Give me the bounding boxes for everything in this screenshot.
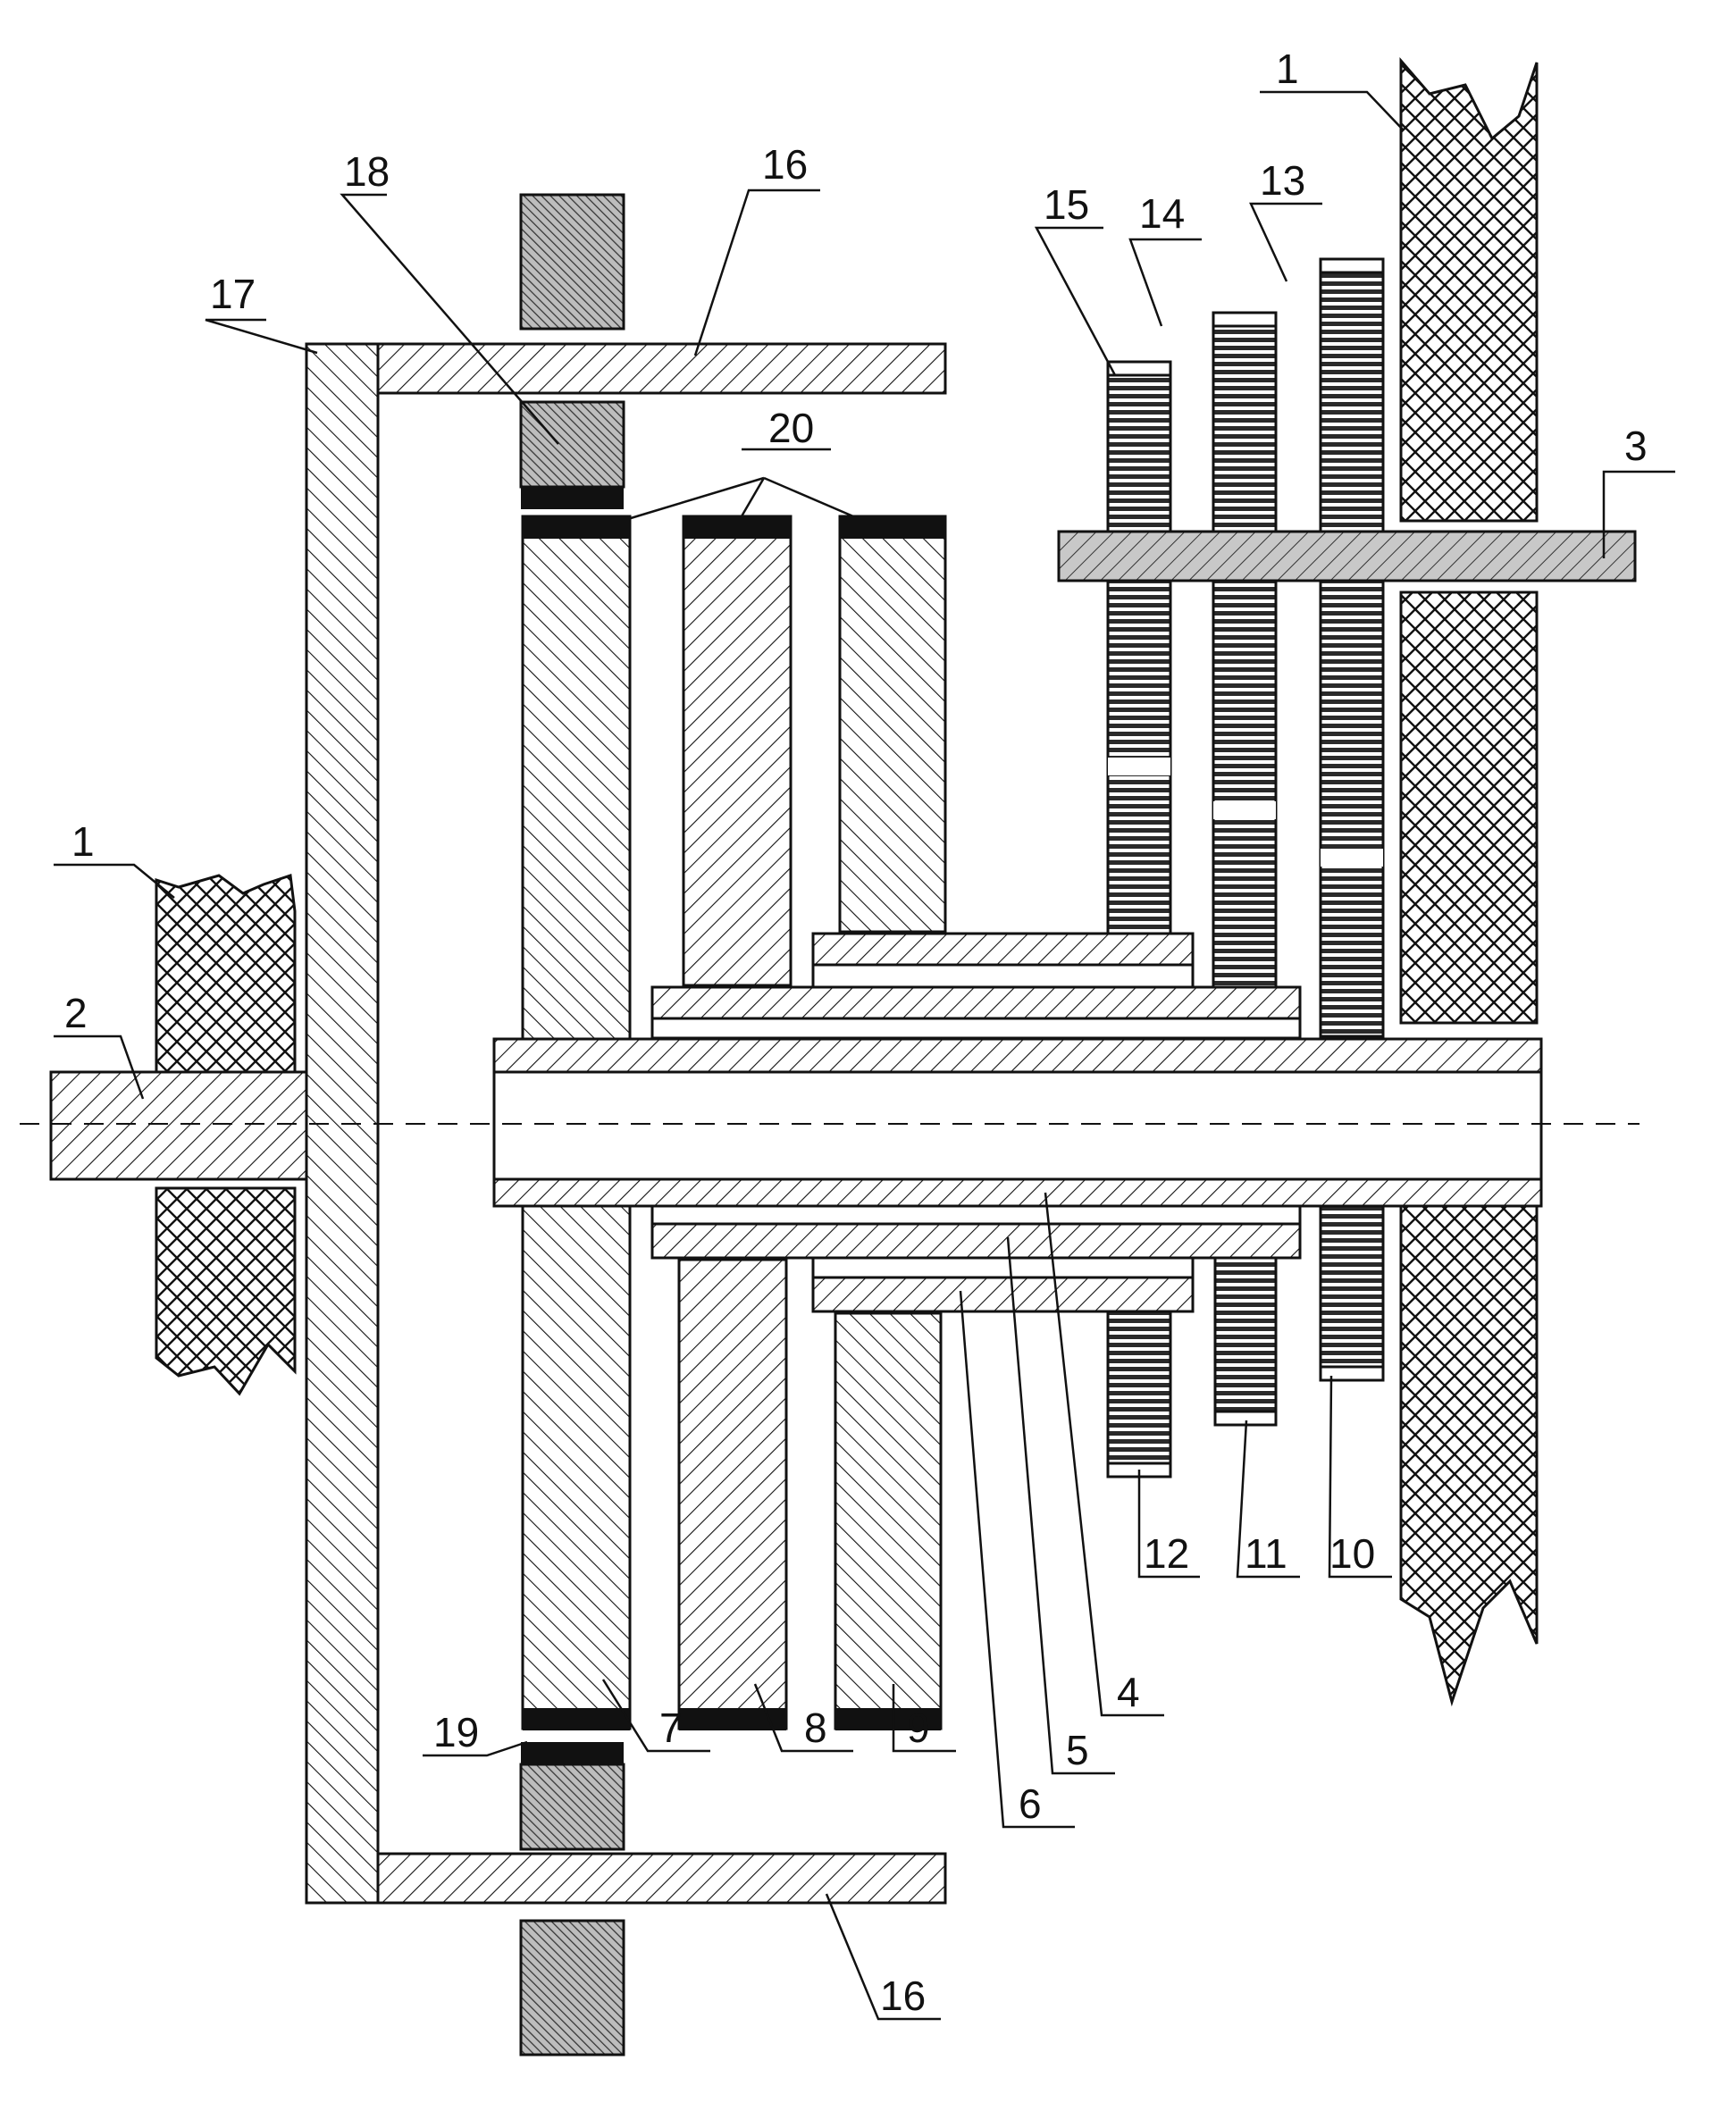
cage-flange-top [378,344,945,393]
gear-11-lower [1215,1258,1276,1423]
block-top-outer [521,195,624,329]
disc-7-upper [523,516,630,1039]
gear-13-gap [1321,849,1383,867]
disc-9-upper [840,516,945,932]
label-6: 6 [1019,1780,1042,1827]
block-bottom-inner [521,1764,624,1849]
block-top-inner-strip [521,487,624,509]
sleeve-6-upper-inner [813,965,1193,987]
housing-upper-right [1401,61,1537,521]
sleeve-5-lower-inner [652,1206,1300,1224]
disc-8-upper [683,516,791,985]
block-bottom-inner-strip [521,1742,624,1764]
label-1-top: 1 [1276,46,1299,92]
sleeve-6-lower-inner [813,1258,1193,1277]
input-shaft [51,1072,310,1179]
sleeve-6-upper [813,934,1193,965]
gear-10-tip [1321,1367,1383,1380]
sleeve-5-lower [652,1224,1300,1258]
label-16-bottom: 16 [880,1973,926,2019]
sleeve-5-upper [652,987,1300,1018]
housing-lower-left [156,1188,295,1394]
disc-7-upper-cap [523,516,630,539]
hollow-shaft-bore [494,1072,1541,1179]
gear-14-upper [1213,313,1276,987]
label-11: 11 [1245,1530,1287,1577]
gear-13-upper [1321,259,1383,1036]
hollow-shaft-top-wall [494,1039,1541,1072]
label-3: 3 [1624,423,1648,469]
label-16-top: 16 [762,141,808,188]
label-15: 15 [1044,181,1089,228]
label-18: 18 [344,148,390,195]
label-1-left: 1 [71,818,95,865]
hollow-shaft [494,1039,1541,1206]
gear-14-tip [1213,313,1276,326]
housing-upper-left [156,875,295,1072]
label-14: 14 [1139,190,1185,237]
label-12: 12 [1144,1530,1189,1577]
disc-9-lower [835,1313,941,1729]
gear-13-tip [1321,259,1383,272]
disc-9-upper-cap [840,516,945,539]
cage-flange-bottom [378,1854,945,1903]
gear-15-upper [1108,362,1170,934]
label-5: 5 [1066,1727,1089,1773]
housing-lower-right [1401,1206,1537,1702]
disc-8-lower [679,1260,786,1729]
sleeve-6-lower [813,1277,1193,1311]
block-bottom-outer [521,1921,624,2055]
hollow-shaft-bottom-wall [494,1179,1541,1206]
disc-7-lower [523,1206,630,1729]
label-9: 9 [907,1705,930,1751]
gear-10-lower [1321,1206,1383,1367]
sleeve-5-upper-inner [652,1018,1300,1038]
label-17: 17 [210,271,256,317]
output-shaft [1059,532,1635,581]
label-10: 10 [1329,1530,1375,1577]
label-2: 2 [64,990,88,1036]
gear-15-tip [1108,362,1170,375]
gear-15-gap [1108,758,1170,775]
gear-12-lower [1108,1311,1170,1474]
disc-7-lower-cap [523,1708,630,1730]
housing-mid-right [1401,592,1537,1023]
label-20: 20 [768,405,814,451]
label-13: 13 [1260,157,1305,204]
disc-8-upper-cap [683,516,791,539]
block-top-inner [521,402,624,487]
gear-14-gap [1213,801,1276,819]
label-4: 4 [1117,1669,1140,1715]
label-19: 19 [433,1709,479,1755]
label-7: 7 [659,1705,683,1751]
label-8: 8 [804,1705,827,1751]
